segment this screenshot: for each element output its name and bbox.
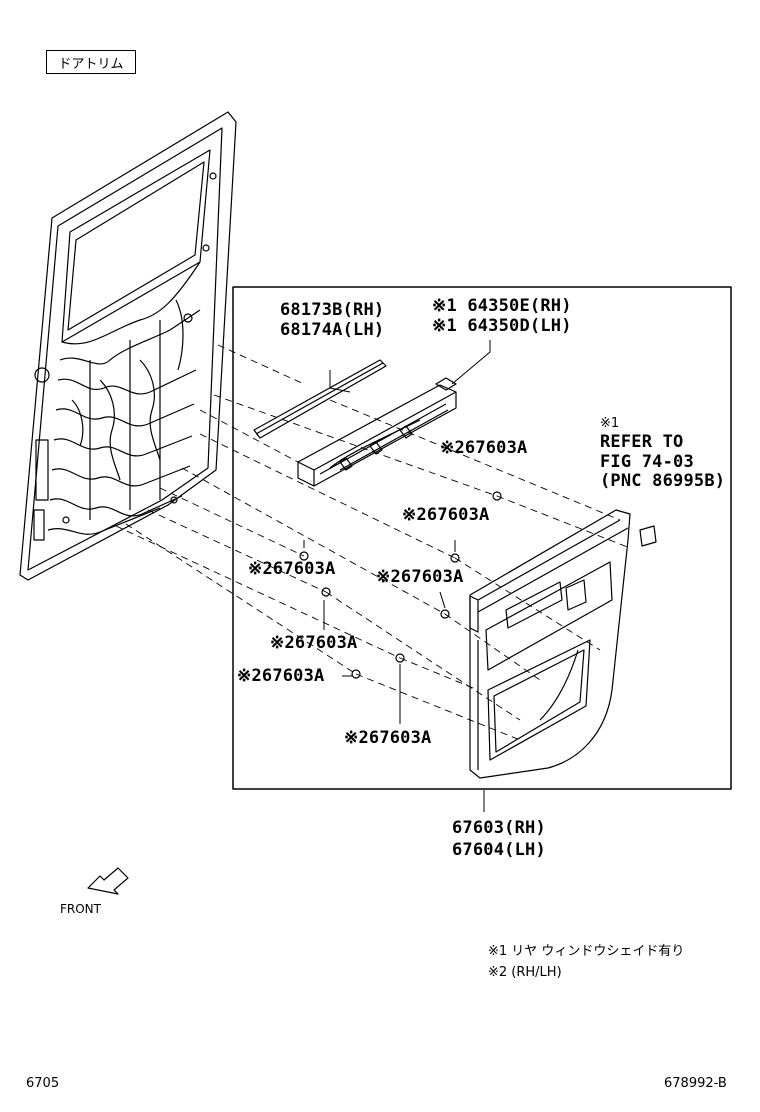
clip-label-d: ※267603A: [376, 567, 464, 587]
part-number-68173b: 68173B(RH): [280, 300, 385, 320]
footer-left-code: 6705: [26, 1076, 60, 1091]
footer-right-code: 678992-B: [664, 1076, 727, 1091]
clip-label-b: ※267603A: [402, 505, 490, 525]
front-arrow-icon: [87, 867, 129, 895]
leader-lines: [303, 340, 491, 812]
part-number-67604: 67604(LH): [452, 840, 546, 860]
clip-label-f: ※267603A: [237, 666, 325, 686]
refer-part-shape: [639, 525, 657, 547]
note-2: ※2 (RH/LH): [488, 965, 562, 980]
clip-shapes: [299, 491, 502, 679]
part-number-67603: 67603(RH): [452, 818, 546, 838]
part-number-64350d: ※1 64350D(LH): [432, 316, 572, 336]
section-title: ドアトリム: [46, 50, 136, 74]
part-number-64350e: ※1 64350E(RH): [432, 296, 572, 316]
part-number-68174a: 68174A(LH): [280, 320, 385, 340]
refer-line-2: FIG 74-03: [600, 452, 694, 472]
door-panel-shape: [19, 111, 237, 581]
seal-strip-shape: [253, 359, 387, 439]
refer-mark: ※1: [600, 416, 620, 431]
clip-label-e: ※267603A: [270, 633, 358, 653]
clip-label-a: ※267603A: [440, 438, 528, 458]
front-label: FRONT: [60, 902, 101, 916]
window-shade-shape: [297, 377, 457, 487]
trim-board-shape: [469, 509, 631, 779]
clip-label-c: ※267603A: [248, 559, 336, 579]
refer-line-1: REFER TO: [600, 432, 684, 452]
parts-frame: [232, 286, 732, 790]
refer-line-3: (PNC 86995B): [600, 471, 726, 491]
dashed-guide-lines: [115, 344, 631, 741]
clip-label-g: ※267603A: [344, 728, 432, 748]
note-1: ※1 リヤ ウィンドウシェイド有り: [488, 944, 685, 959]
